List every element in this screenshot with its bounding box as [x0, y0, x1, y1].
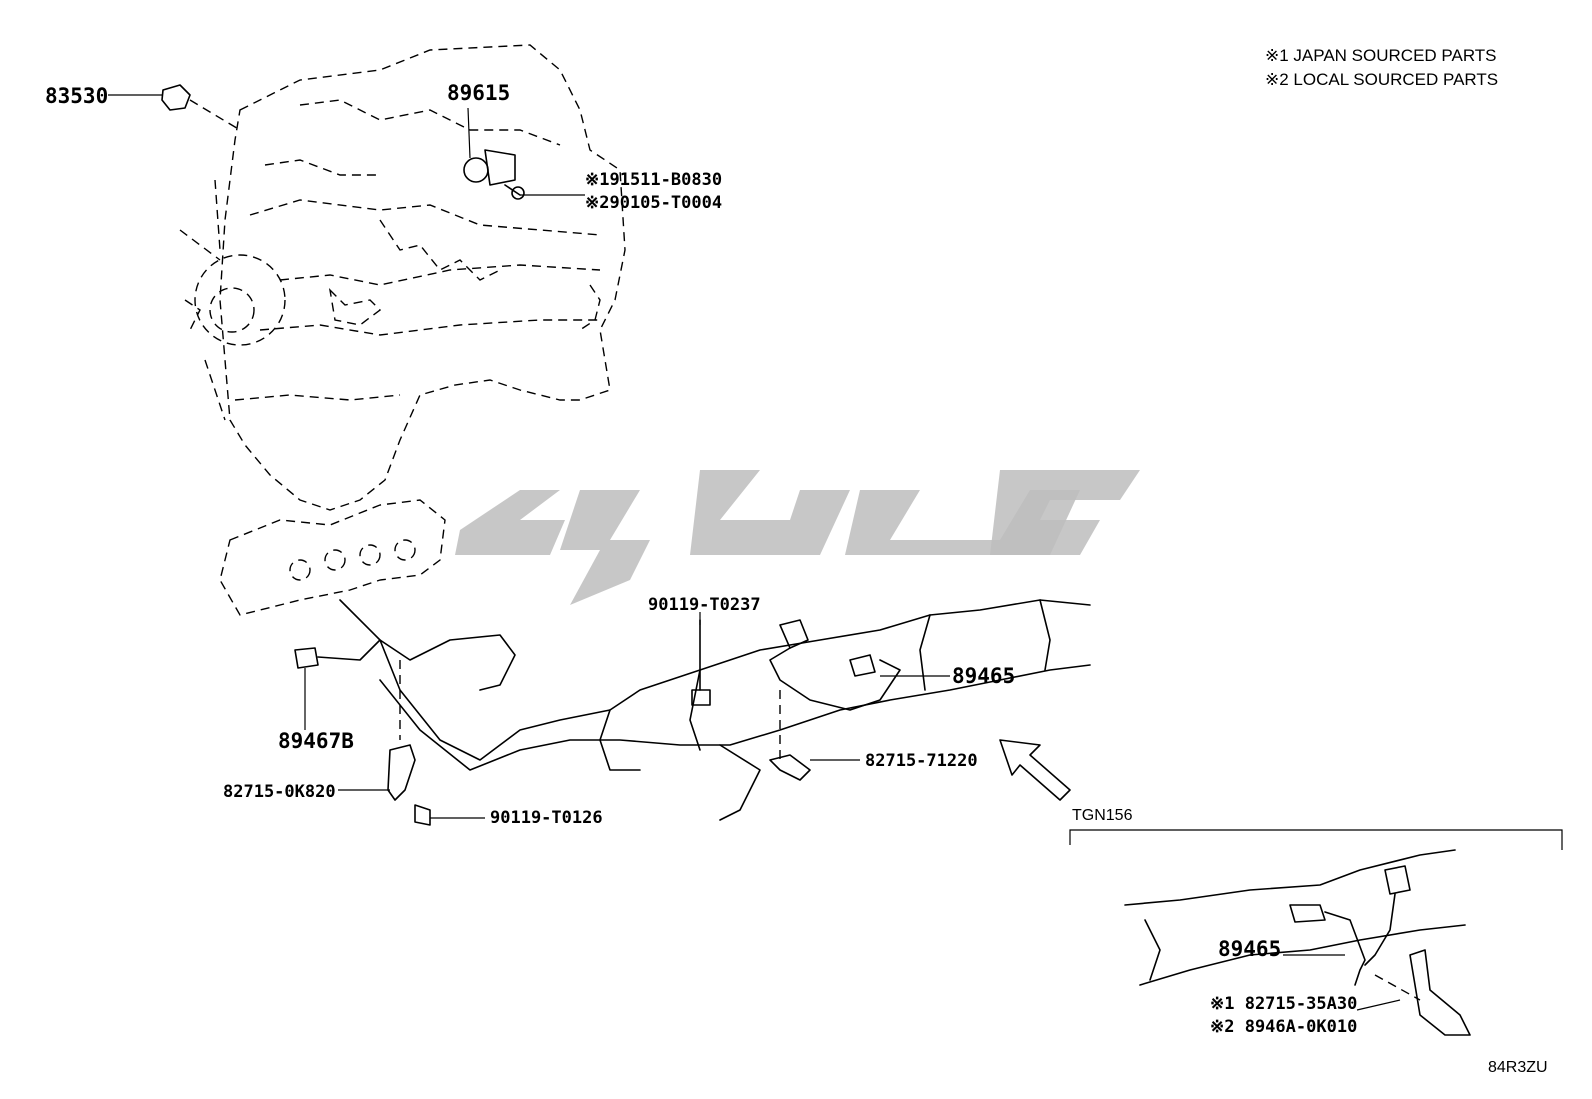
- inset-model-label: TGN156: [1072, 807, 1133, 824]
- engine-assembly: [219, 44, 626, 511]
- part-number-90119-t0126: 90119-T0126: [490, 808, 603, 828]
- part-number-89465-inset: 89465: [1218, 937, 1281, 961]
- fan-pulley: [179, 179, 286, 421]
- exhaust-manifold: [219, 499, 446, 616]
- part-labels: ※1 JAPAN SOURCED PARTS ※2 LOCAL SOURCED …: [45, 46, 1548, 1076]
- note-japan-sourced: ※1 JAPAN SOURCED PARTS: [1265, 46, 1497, 65]
- part-number-89467b: 89467B: [278, 729, 354, 753]
- part-number-91511-b0830: ※191511-B0830: [585, 170, 722, 190]
- watermark-logo: [455, 470, 1140, 605]
- part-number-290105-t0004: ※290105-T0004: [585, 193, 722, 213]
- part-number-90119-t0237: 90119-T0237: [648, 595, 761, 615]
- note-local-sourced: ※2 LOCAL SOURCED PARTS: [1265, 70, 1498, 89]
- inset-tgn156: [1069, 829, 1563, 1036]
- part-number-82715-71220: 82715-71220: [865, 751, 978, 771]
- leader-lines: [108, 94, 950, 819]
- exhaust-pipe: [339, 599, 1091, 771]
- part-number-82715-0k820: 82715-0K820: [223, 782, 336, 802]
- part-number-89615: 89615: [447, 81, 510, 105]
- part-number-83530: 83530: [45, 84, 108, 108]
- diagram-code: 84R3ZU: [1488, 1059, 1548, 1076]
- part-number-89465-main: 89465: [952, 664, 1015, 688]
- part-number-8946a-0k010: ※2 8946A-0K010: [1210, 1017, 1357, 1037]
- part-number-82715-35a30: ※1 82715-35A30: [1210, 994, 1357, 1014]
- sensor-parts: [161, 84, 1071, 826]
